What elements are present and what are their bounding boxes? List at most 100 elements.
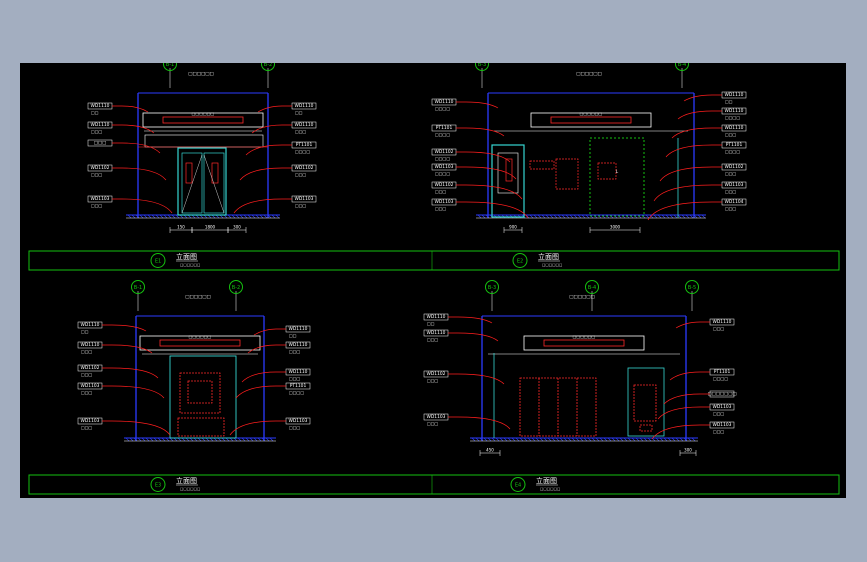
- grid-bubble: [163, 63, 177, 71]
- leader-line-right: [665, 144, 722, 158]
- floor-hatch: [635, 437, 640, 442]
- floor-hatch: [519, 437, 524, 442]
- floor-hatch: [599, 437, 604, 442]
- ceiling-soffit: [139, 335, 261, 351]
- grid-label: B-4: [588, 285, 596, 291]
- floor-hatch: [687, 437, 692, 442]
- floor-hatch: [275, 214, 280, 219]
- floor-hatch: [643, 437, 648, 442]
- floor-hatch: [167, 214, 172, 219]
- tag-desc-left: □□□□: [435, 106, 450, 111]
- floor-hatch: [153, 437, 158, 442]
- tag-desc-left: □□□: [427, 378, 439, 383]
- floor-hatch: [499, 437, 504, 442]
- floor-hatch: [607, 437, 612, 442]
- tag-desc-right: □□□: [295, 129, 307, 134]
- floor-hatch: [627, 437, 632, 442]
- floor-hatch: [671, 437, 676, 442]
- cabinet-outline: [555, 158, 579, 190]
- ceiling-note: □□□□□□: [573, 334, 596, 339]
- floor-hatch: [169, 437, 174, 442]
- floor-hatch: [165, 437, 170, 442]
- title-index-bubble: [150, 253, 166, 268]
- leader-line-left: [112, 124, 155, 134]
- floor-hatch: [683, 437, 688, 442]
- floor-hatch: [491, 437, 496, 442]
- floor-hatch: [485, 214, 490, 219]
- sheet-scale: □□□□□□: [180, 263, 200, 267]
- tag-code-left: WD1103: [91, 196, 110, 202]
- tag-desc-left: □□□: [91, 129, 103, 134]
- tag-code-right: WD1110: [725, 125, 744, 131]
- top-note: □□□□□□: [576, 72, 602, 77]
- floor-hatch: [221, 437, 226, 442]
- floor-hatch: [479, 437, 484, 442]
- tag-code-right: PT1101: [296, 142, 313, 148]
- tag-desc-right: □□□: [713, 411, 725, 416]
- floor-hatch: [603, 437, 608, 442]
- dimension-text: 150: [177, 225, 185, 230]
- title-frame-band: [28, 474, 840, 495]
- leader-line-left: [456, 184, 523, 200]
- tag-desc-right: □□□: [295, 172, 307, 177]
- floor-hatch: [265, 437, 270, 442]
- grid-bubble: [261, 63, 275, 71]
- grid-bubble: [685, 280, 699, 294]
- floor-hatch: [673, 214, 678, 219]
- floor-hatch: [585, 214, 590, 219]
- floor-hatch: [129, 437, 134, 442]
- tag-desc-right: □□□: [713, 326, 725, 331]
- door-leaf-left: [181, 152, 203, 214]
- floor-hatch: [161, 437, 166, 442]
- floor-hatch: [159, 214, 164, 219]
- floor-hatch: [181, 437, 186, 442]
- floor-hatch: [693, 214, 698, 219]
- floor-hatch: [263, 214, 268, 219]
- tag-desc-left: □□□: [91, 172, 103, 177]
- grid-label: B-3: [488, 285, 496, 291]
- floor-hatch: [227, 214, 232, 219]
- sheet-title: 立面图: [536, 476, 557, 485]
- floor-hatch: [245, 437, 250, 442]
- leader-line-left: [456, 127, 505, 137]
- tag-desc-left: □□□: [435, 206, 447, 211]
- dimension-text: 900: [509, 225, 517, 230]
- top-note: □□□□□□: [185, 295, 211, 300]
- floor-hatch: [269, 437, 274, 442]
- tag-desc-right: □□□□: [289, 390, 304, 395]
- tag-desc-left: □□: [81, 329, 89, 334]
- floor-hatch: [691, 437, 696, 442]
- floor-hatch: [209, 437, 214, 442]
- floor-hatch: [573, 214, 578, 219]
- floor-hatch: [571, 437, 576, 442]
- leader-line-right: [671, 127, 722, 139]
- floor-hatch: [523, 437, 528, 442]
- floor-hatch: [623, 437, 628, 442]
- ceiling-note: □□□□□□: [192, 111, 215, 116]
- tag-code-left: WD1103: [435, 164, 454, 170]
- tag-code-left: WD1110: [81, 322, 100, 328]
- floor-hatch: [553, 214, 558, 219]
- tag-desc-left: □□□: [81, 425, 93, 430]
- floor-hatch: [157, 437, 162, 442]
- tag-desc-right: □□□: [725, 189, 737, 194]
- tag-code-left: WD1102: [435, 182, 454, 188]
- leader-line-right: [683, 94, 722, 102]
- door-panel: [497, 152, 519, 194]
- floor-hatch: [591, 437, 596, 442]
- leader-line-right: [647, 201, 722, 221]
- ceiling-light-strip: [159, 339, 241, 347]
- leader-line-right: [241, 371, 286, 383]
- floor-hatch: [477, 214, 482, 219]
- floor-hatch: [235, 214, 240, 219]
- tag-code-left: WD1110: [91, 103, 110, 109]
- floor-hatch: [255, 214, 260, 219]
- door-leaf-right: [203, 152, 225, 214]
- floor-hatch: [483, 437, 488, 442]
- floor-hatch: [135, 214, 140, 219]
- floor-hatch: [163, 214, 168, 219]
- floor-hatch: [669, 214, 674, 219]
- ceiling-note: □□□□□□: [580, 111, 603, 116]
- floor-hatch: [647, 437, 652, 442]
